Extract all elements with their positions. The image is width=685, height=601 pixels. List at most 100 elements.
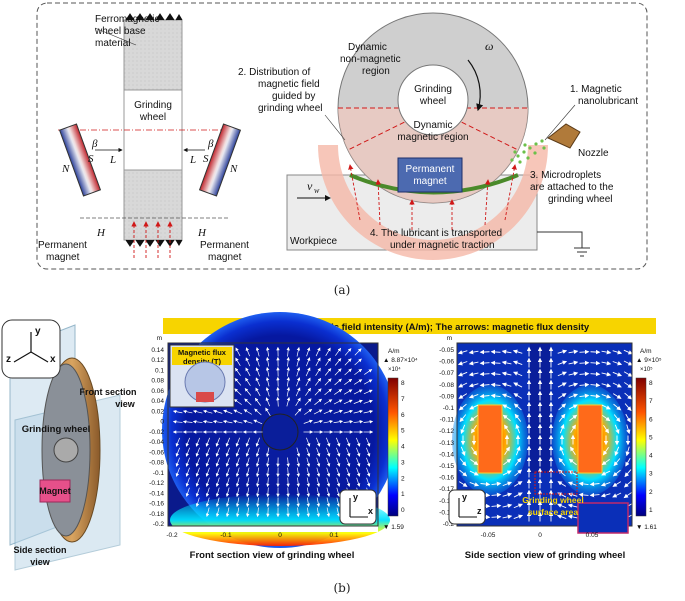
flux-arrow (513, 503, 523, 509)
flux-arrow (305, 377, 311, 387)
flux-arrow (266, 477, 270, 488)
flux-arrow (469, 482, 480, 487)
flux-arrow (326, 437, 331, 447)
flux-arrow (296, 457, 301, 468)
flux-arrow (460, 446, 466, 457)
flux-arrow (325, 357, 331, 366)
flux-arrow (613, 458, 621, 467)
tick-label: 0.04 (151, 398, 164, 405)
tick-label: -0.04 (149, 439, 164, 446)
flux-arrow (195, 467, 200, 477)
flux-arrow (192, 409, 203, 414)
flux-arrow (501, 382, 512, 387)
flux-arrow (306, 487, 311, 498)
flux-arrow (568, 371, 579, 376)
flux-arrow (314, 377, 322, 386)
flux-arrow (336, 497, 341, 508)
flux-arrow (590, 349, 601, 355)
flux-arrow (235, 447, 240, 457)
flux-arrow (306, 357, 311, 367)
tick-label: 2 (401, 475, 405, 482)
flux-arrow (468, 372, 479, 377)
flux-arrow (567, 481, 578, 487)
flux-arrow (570, 446, 576, 456)
flux-arrow (306, 467, 311, 478)
tick-label: -0.17 (439, 486, 454, 493)
flux-arrow (215, 447, 220, 457)
flux-arrow (185, 487, 190, 497)
flux-arrow (344, 348, 352, 356)
flux-arrow (245, 357, 251, 367)
flux-arrow (479, 360, 490, 366)
flux-arrow (601, 458, 610, 466)
flux-arrow (570, 424, 576, 434)
flux-arrow (601, 404, 611, 410)
label4-1: 4. The lubricant is transported (370, 228, 502, 239)
flux-arrow (468, 349, 479, 355)
flux-arrow (232, 419, 243, 424)
flux-arrow (316, 437, 321, 447)
flux-arrow (514, 413, 522, 422)
flux-arrow (354, 368, 363, 376)
flux-arrow (458, 393, 468, 399)
flux-arrow (515, 423, 521, 434)
flux-arrow (324, 388, 332, 396)
flux-arrow (568, 404, 578, 410)
flux-arrow (265, 397, 270, 407)
flux-arrow (612, 492, 622, 498)
flux-arrow (336, 457, 341, 467)
grinding-wheel-label-2: wheel (139, 112, 166, 123)
rotation-arrow (467, 59, 484, 112)
tick-label: -0.06 (149, 449, 164, 456)
tick-label: 5 (401, 428, 405, 435)
nonmag-3: region (362, 66, 390, 77)
flux-arrow (559, 423, 565, 434)
flux-arrow (363, 399, 373, 404)
tick-label: 0.02 (151, 408, 164, 415)
tick-label: 7 (649, 398, 653, 405)
flux-arrow (175, 457, 180, 467)
flux-arrow (625, 446, 630, 457)
flux-arrow (364, 369, 373, 375)
flux-arrow (205, 447, 210, 457)
side-magnet-left (477, 404, 503, 474)
flux-arrow (344, 378, 353, 385)
side-cbar-max: ▲ 9×10⁵ (636, 357, 662, 364)
side-axis-z: z (477, 506, 482, 516)
center-magnet (397, 157, 463, 193)
flux-arrow (557, 382, 567, 388)
flux-arrow (334, 389, 343, 395)
flux-arrow (265, 407, 271, 417)
flux-arrow (479, 393, 490, 399)
flux-arrow (590, 371, 601, 377)
flux-arrow (205, 467, 210, 477)
pm-right-2: magnet (208, 252, 242, 263)
banner-text: Surface color: magnetic field intensity … (231, 322, 590, 333)
tick-label: -0.09 (439, 393, 454, 400)
flux-arrow (304, 398, 312, 406)
tick-label: -0.2 (443, 521, 455, 528)
inset-label-1: Magnetic flux (178, 348, 227, 357)
flux-arrow (353, 399, 363, 404)
flux-arrow (316, 497, 321, 508)
flux-arrow (215, 437, 220, 447)
flux-arrow (326, 487, 331, 498)
flux-arrow (175, 447, 180, 457)
flux-arrow (470, 458, 479, 466)
flux-arrow (235, 477, 240, 488)
flux-arrow (296, 346, 301, 357)
front-title: Front section view of grinding wheel (190, 550, 355, 561)
flux-arrow (343, 420, 354, 424)
tick-label: 4 (649, 453, 653, 460)
flux-arrow (256, 477, 260, 488)
flux-arrow (366, 447, 371, 457)
flux-arrow (245, 477, 250, 488)
flux-arrow (612, 350, 623, 355)
flux-arrow (601, 372, 612, 377)
flux-arrow (306, 497, 310, 508)
flux-arrow (336, 437, 341, 447)
flux-arrow (225, 457, 230, 467)
flux-arrow (215, 457, 220, 467)
tick-label: 0.05 (586, 532, 599, 539)
